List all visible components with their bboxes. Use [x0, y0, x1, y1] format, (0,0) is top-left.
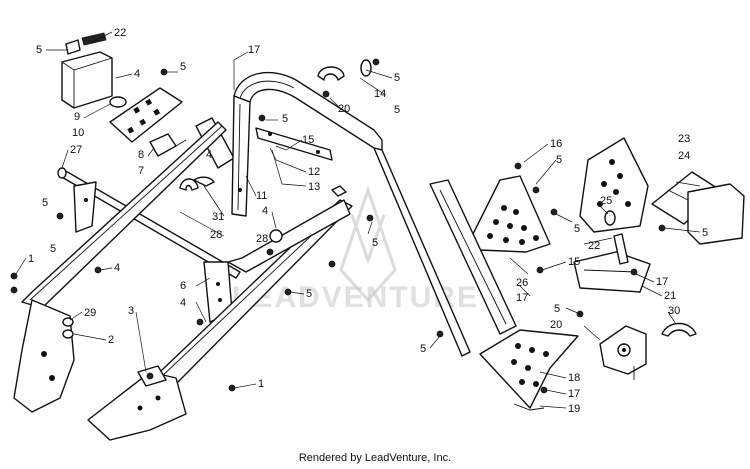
gusset-left	[73, 181, 97, 233]
callout-17: 17	[568, 388, 580, 400]
roll-bar-hoop	[231, 71, 471, 357]
callout-27: 27	[70, 144, 82, 156]
callout-25: 25	[600, 195, 612, 207]
callout-5: 5	[420, 343, 426, 355]
callout-24: 24	[678, 150, 690, 162]
callout-5: 5	[394, 104, 400, 116]
left-suspension-arm	[13, 299, 75, 413]
relay-component	[149, 133, 187, 157]
callout-21: 21	[664, 290, 676, 302]
callout-20: 20	[550, 319, 562, 331]
callout-5: 5	[42, 197, 48, 209]
callout-4: 4	[134, 68, 140, 80]
callout-5: 5	[50, 243, 56, 255]
callout-5: 5	[306, 288, 312, 300]
render-credit: Rendered by LeadVenture, Inc.	[298, 452, 452, 464]
callout-5: 5	[702, 227, 708, 239]
callout-18: 18	[568, 372, 580, 384]
callout-9: 9	[74, 111, 80, 123]
front-cross-tube	[57, 167, 241, 279]
callout-8: 8	[138, 149, 144, 161]
coolant-reservoir	[61, 32, 127, 109]
callout-4: 4	[114, 262, 120, 274]
callout-30: 30	[668, 305, 680, 317]
callout-22: 22	[114, 27, 126, 39]
skid-plate-18	[479, 329, 579, 409]
callout-5: 5	[574, 223, 580, 235]
callout-14: 14	[374, 88, 386, 100]
callout-15: 15	[568, 256, 580, 268]
callout-10: 10	[72, 127, 84, 139]
callout-31: 31	[212, 211, 224, 223]
callout-17: 17	[516, 292, 528, 304]
actuator-assembly	[599, 325, 647, 380]
callout-5: 5	[554, 303, 560, 315]
callout-16: 16	[550, 138, 562, 150]
callout-6: 6	[180, 280, 186, 292]
callout-12: 12	[308, 166, 320, 178]
callout-28: 28	[256, 233, 268, 245]
callout-20: 20	[338, 103, 350, 115]
callout-7: 7	[138, 165, 144, 177]
callout-15: 15	[302, 134, 314, 146]
callout-22: 22	[588, 240, 600, 252]
callout-1: 1	[28, 253, 34, 265]
callout-labels: 22 5 4 5 9 10 27 8 7 17 5 14 20 5 5 15 4…	[28, 27, 708, 415]
callout-28: 28	[210, 229, 222, 241]
leader-lines	[15, 31, 701, 409]
callout-4: 4	[180, 297, 186, 309]
callout-5: 5	[556, 154, 562, 166]
gusset-center	[203, 261, 233, 323]
spacer-25	[604, 210, 616, 226]
seat-brace-bar	[255, 127, 333, 161]
ecu-cover-right	[687, 183, 745, 245]
watermark-emblem	[339, 185, 397, 303]
callout-2: 2	[108, 334, 114, 346]
wire-19	[513, 403, 545, 411]
bushing-29	[62, 317, 74, 339]
reservoir-bracket-plate	[109, 87, 183, 143]
callout-4: 4	[262, 205, 268, 217]
callout-3: 3	[128, 305, 134, 317]
callout-5: 5	[282, 113, 288, 125]
mount-bracket-21	[573, 233, 651, 293]
callout-17: 17	[656, 276, 668, 288]
front-suspension-mount	[87, 365, 187, 441]
callout-5: 5	[372, 237, 378, 249]
callout-1: 1	[258, 378, 264, 390]
callout-13: 13	[308, 181, 320, 193]
callout-26: 26	[516, 277, 528, 289]
callout-19: 19	[568, 403, 580, 415]
callout-17: 17	[248, 44, 260, 56]
callout-5: 5	[180, 61, 186, 73]
callout-5: 5	[394, 72, 400, 84]
callout-23: 23	[678, 133, 690, 145]
callout-29: 29	[84, 307, 96, 319]
left-frame-rail	[21, 121, 227, 309]
clip-30	[661, 322, 697, 337]
side-rail-bracket	[429, 179, 517, 335]
callout-11: 11	[256, 190, 267, 202]
ecu-bracket-23	[579, 137, 649, 233]
callout-5: 5	[36, 44, 42, 56]
callout-4: 4	[206, 149, 212, 161]
tube-clamp-14	[317, 59, 372, 81]
